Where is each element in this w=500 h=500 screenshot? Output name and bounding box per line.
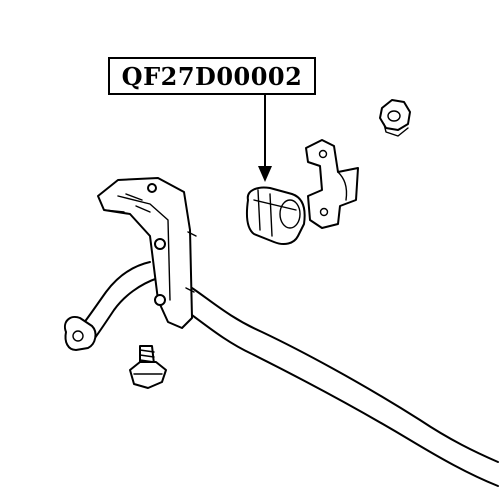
bushing-clamp-bracket [305,139,359,229]
mounting-bracket [97,177,197,329]
stabilizer-bar [64,261,499,487]
flange-nut [379,99,411,137]
part-number-label: QF27D00002 [108,57,316,95]
leader-arrow [258,94,272,182]
flange-bolt [129,345,167,389]
stabilizer-bushing [245,186,306,245]
